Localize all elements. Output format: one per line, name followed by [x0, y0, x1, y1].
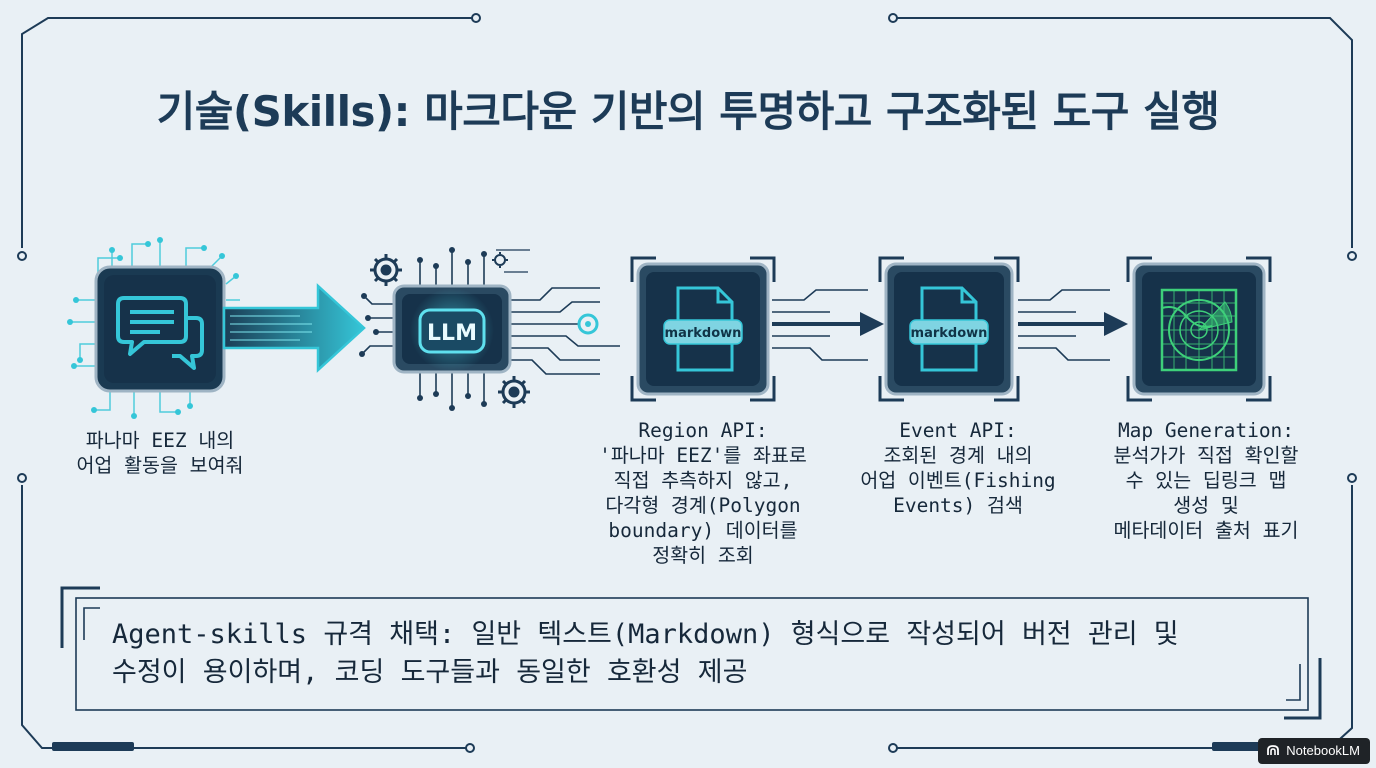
llm-label: LLM	[427, 321, 477, 346]
gear-icon	[370, 254, 402, 286]
chat-bubbles-icon	[116, 296, 204, 370]
region-api-node: markdown	[630, 256, 776, 402]
map-generation-node	[1126, 256, 1272, 402]
prompt-node	[67, 237, 240, 419]
gear-icon	[492, 252, 508, 268]
note-text: Agent-skills 규격 채택: 일반 텍스트(Markdown) 형식으…	[112, 616, 1292, 692]
gear-icon	[498, 376, 530, 408]
badge-label: NotebookLM	[1286, 743, 1360, 758]
markdown-file-icon: markdown	[663, 286, 743, 372]
flow-arrow-region-to-event	[772, 289, 884, 361]
event-api-node: markdown	[878, 256, 1020, 402]
markdown-file-icon: markdown	[909, 286, 989, 372]
region-api-caption: Region API: '파나마 EEZ'를 좌표로 직접 추측하지 않고, 다…	[599, 419, 807, 567]
frame-bars	[52, 742, 1298, 751]
llm-node: LLM	[359, 247, 620, 411]
map-generation-caption: Map Generation: 분석가가 직접 확인할 수 있는 딥링크 맵 생…	[1113, 419, 1299, 542]
note-box	[60, 586, 1322, 720]
prompt-caption: 파나마 EEZ 내의 어업 활동을 보여줘	[76, 429, 244, 477]
frame-dots	[17, 13, 1357, 753]
page-title: 기술(Skills): 마크다운 기반의 투명하고 구조화된 도구 실행	[156, 87, 1220, 136]
note-line-1: Agent-skills 규격 채택: 일반 텍스트(Markdown) 형식으…	[112, 619, 1179, 650]
notebooklm-logo-icon	[1267, 745, 1280, 755]
event-api-caption: Event API: 조회된 경계 내의 어업 이벤트(Fishing Even…	[860, 419, 1056, 517]
flow-arrow-event-to-map	[1018, 289, 1128, 361]
note-line-2: 수정이 용이하며, 코딩 도구들과 동일한 호환성 제공	[112, 657, 748, 688]
event-file-label: markdown	[911, 326, 988, 341]
notebooklm-badge[interactable]: NotebookLM	[1258, 738, 1370, 764]
cpu-chip-icon: LLM	[418, 308, 486, 354]
flow-arrow-prompt-to-llm	[222, 283, 366, 373]
region-file-label: markdown	[665, 326, 742, 341]
radar-map-icon	[1160, 288, 1238, 372]
